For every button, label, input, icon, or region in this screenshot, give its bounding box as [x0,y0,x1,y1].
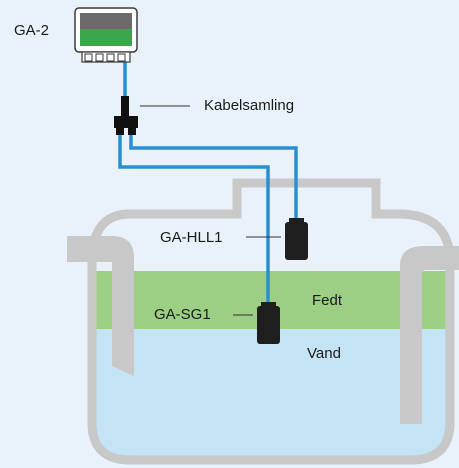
controller-label: GA-2 [14,22,50,39]
hll-sensor-label: GA-HLL1 [160,229,223,246]
outlet-pipe [400,246,459,424]
controller-display-top [80,13,132,29]
cable-to-sg [118,134,270,302]
junction-label: Kabelsamling [204,97,295,114]
inlet-pipe [67,236,134,376]
fat-label: Fedt [312,292,343,309]
water-layer [92,329,450,460]
cables [118,62,298,302]
controller-display-bottom [80,29,132,46]
sg-sensor-label: GA-SG1 [154,306,211,323]
hll-sensor [285,218,308,260]
controller-ga2 [74,7,138,63]
cable-to-hll [129,134,298,218]
cable-junction [114,96,138,135]
water-label: Vand [307,345,341,362]
sg-sensor [257,302,280,344]
